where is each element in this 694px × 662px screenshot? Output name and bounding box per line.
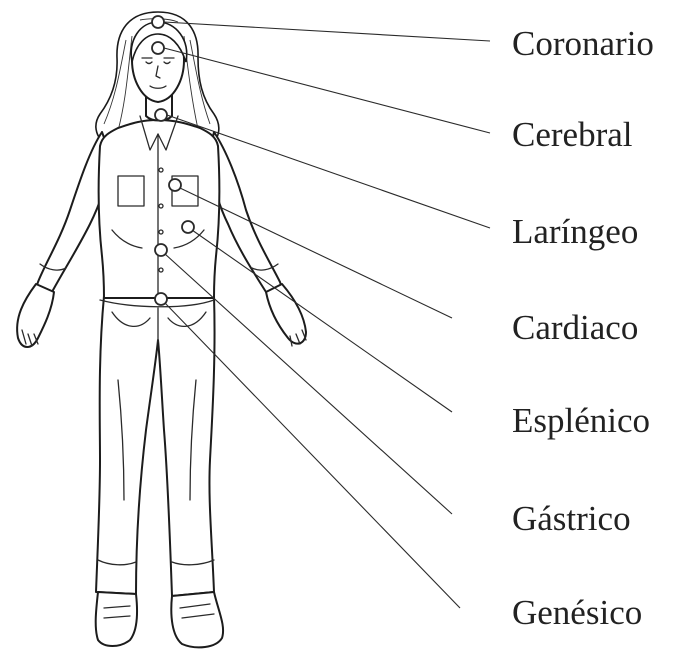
label-cardiaco: Cardiaco bbox=[512, 308, 638, 347]
chakra-labels: Coronario Cerebral Laríngeo Cardiaco Esp… bbox=[512, 24, 654, 632]
marker-gastrico bbox=[155, 244, 167, 256]
leader-cardiaco bbox=[180, 188, 452, 318]
label-esplenico: Esplénico bbox=[512, 401, 650, 440]
left-shoe bbox=[96, 592, 137, 646]
woman-figure bbox=[17, 12, 306, 647]
marker-cerebral bbox=[152, 42, 164, 54]
label-laringeo: Laríngeo bbox=[512, 212, 638, 251]
leader-coronario bbox=[164, 22, 490, 41]
label-coronario: Coronario bbox=[512, 24, 654, 63]
marker-genesico bbox=[155, 293, 167, 305]
marker-laringeo bbox=[155, 109, 167, 121]
jeans bbox=[96, 296, 215, 596]
label-genesico: Genésico bbox=[512, 593, 642, 632]
leader-esplenico bbox=[192, 230, 452, 412]
marker-esplenico bbox=[182, 221, 194, 233]
right-hand bbox=[266, 284, 306, 344]
label-gastrico: Gástrico bbox=[512, 499, 631, 538]
label-cerebral: Cerebral bbox=[512, 115, 633, 154]
marker-coronario bbox=[152, 16, 164, 28]
right-shoe bbox=[171, 592, 223, 647]
marker-cardiaco bbox=[169, 179, 181, 191]
